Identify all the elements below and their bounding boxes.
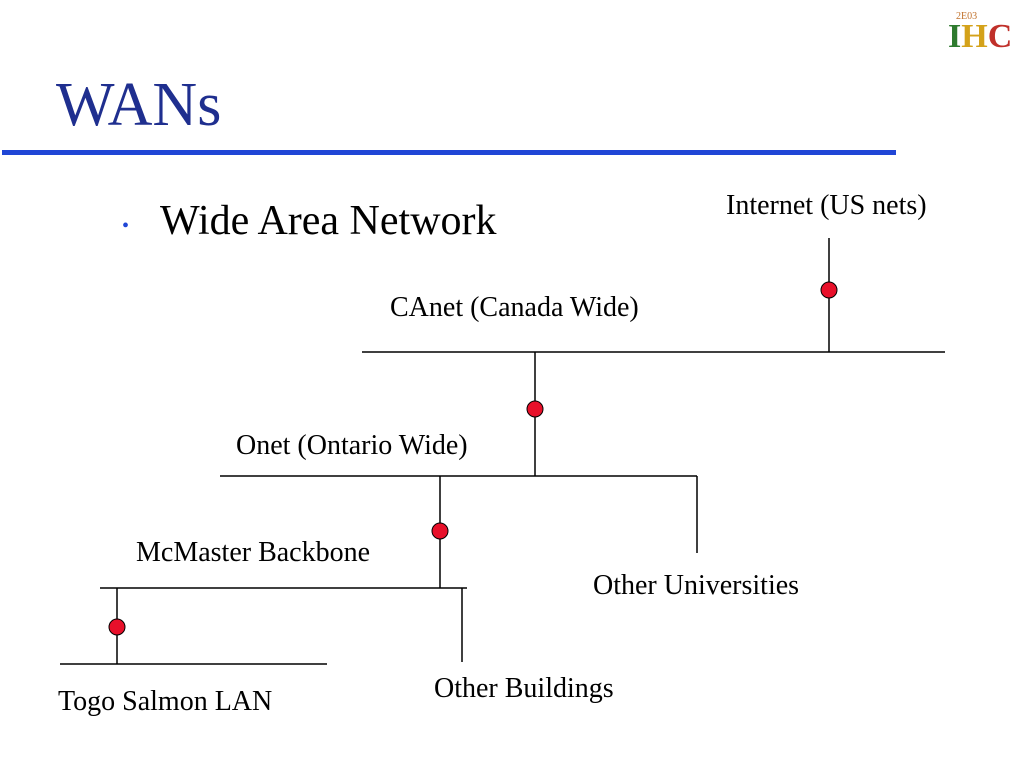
- label-canet: CAnet (Canada Wide): [390, 292, 639, 323]
- router-onet-mcmaster-icon: [431, 522, 449, 540]
- router-canet-onet-icon: [526, 400, 544, 418]
- logo-letters: IHC: [948, 18, 1013, 55]
- label-mcmaster: McMaster Backbone: [136, 537, 371, 568]
- router-internet-icon: [820, 281, 838, 299]
- label-internet: Internet (US nets): [726, 190, 927, 221]
- ihc-logo: 2E03 IHC: [948, 11, 1012, 58]
- label-onet: Onet (Ontario Wide): [236, 430, 468, 461]
- slide-title: WANs: [56, 71, 222, 139]
- bullet-dot: •: [122, 215, 130, 237]
- label-other-universities: Other Universities: [593, 570, 800, 601]
- logo-course-code: 2E03: [956, 11, 978, 22]
- label-togo: Togo Salmon LAN: [58, 686, 273, 717]
- router-mcmaster-togo-icon: [108, 618, 126, 636]
- label-other-buildings: Other Buildings: [434, 673, 614, 704]
- title-underline: [2, 150, 896, 155]
- bullet-text: Wide Area Network: [160, 198, 497, 244]
